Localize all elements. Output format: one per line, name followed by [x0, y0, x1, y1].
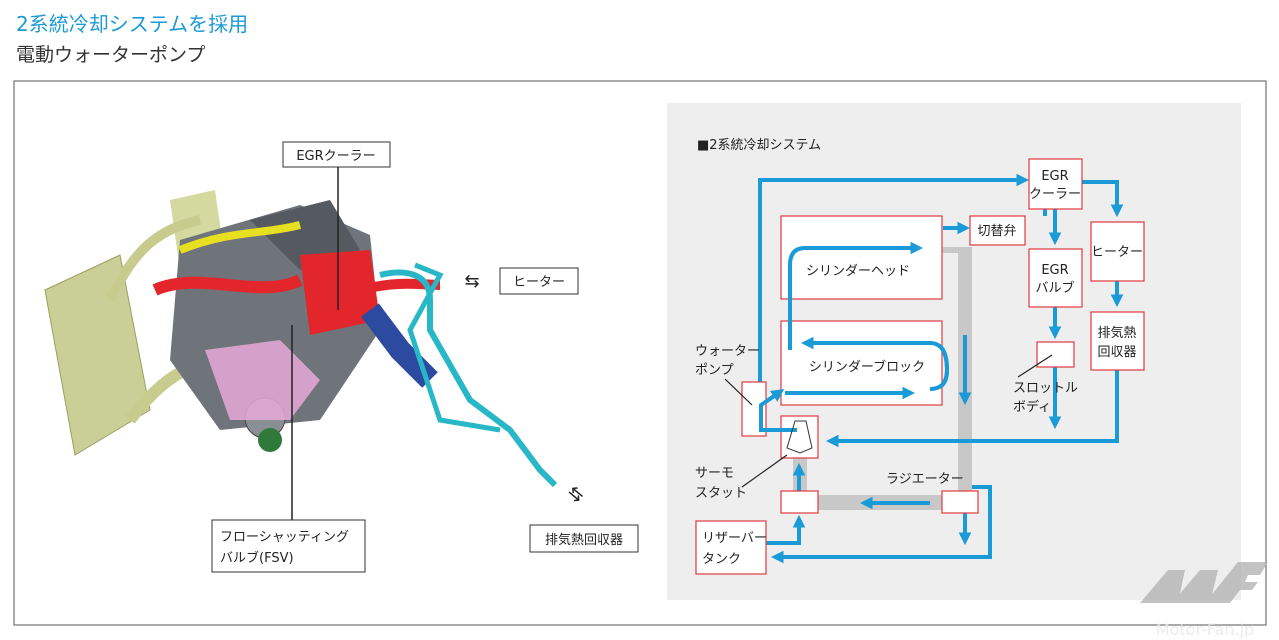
figure-frame: [13, 80, 1267, 626]
svg-text:EGR: EGR: [1041, 169, 1068, 184]
svg-text:ポンプ: ポンプ: [695, 363, 734, 378]
label-heater: ⇆ ヒーター: [464, 267, 579, 295]
svg-text:EGRクーラー: EGRクーラー: [296, 149, 375, 164]
svg-text:リザーバー: リザーバー: [702, 531, 767, 546]
cooling-diagram: ■2系統冷却システム: [667, 103, 1241, 600]
svg-text:ボディ: ボディ: [1013, 399, 1051, 415]
page-subtitle: 電動ウォーターポンプ: [16, 44, 206, 66]
exhaust-heat-recovery-box: [1090, 311, 1145, 371]
diagram-panel: [667, 103, 1241, 600]
thermostat-icon: [786, 420, 813, 454]
egr-cooler-box: [1028, 158, 1083, 210]
throttle-body-box: [1036, 341, 1075, 368]
watermark-text: Motor-Fan.jp: [1156, 620, 1254, 639]
svg-text:回収器: 回収器: [1097, 345, 1136, 360]
junction-box-right: [941, 490, 979, 514]
svg-text:EGR: EGR: [1041, 263, 1068, 278]
svg-text:バルブ(FSV): バルブ(FSV): [220, 550, 294, 566]
reservoir-tank-box: [695, 520, 767, 575]
engine-illustration: [44, 190, 558, 488]
diagram-title: ■2系統冷却システム: [697, 138, 821, 153]
egr-cooler-part: [300, 250, 380, 335]
svg-text:バルブ: バルブ: [1035, 280, 1074, 296]
thermostat-box: [780, 415, 819, 459]
svg-text:ウォーター: ウォーター: [695, 344, 760, 359]
bidirectional-arrow-icon: ⇆: [464, 271, 479, 292]
svg-text:タンク: タンク: [702, 552, 741, 567]
svg-text:排気熱回収器: 排気熱回収器: [545, 532, 623, 548]
label-exhaust-heat-recovery: ⇆ 排気熱回収器: [529, 481, 639, 553]
svg-text:ヒーター: ヒーター: [1091, 245, 1143, 260]
motor-fan-logo: Motor-Fan.jp: [1140, 562, 1268, 639]
svg-text:切替弁: 切替弁: [977, 224, 1016, 239]
page-title: 2系統冷却システムを採用: [16, 12, 249, 36]
svg-text:排気熱: 排気熱: [1097, 325, 1136, 341]
radiator: [44, 254, 151, 456]
svg-text:サーモ: サーモ: [695, 466, 734, 481]
svg-text:スロットル: スロットル: [1013, 381, 1078, 396]
egr-valve-box: [1028, 248, 1083, 308]
switch-valve-box: [969, 215, 1026, 246]
cylinder-head-box: [780, 215, 943, 300]
svg-text:ラジエーター: ラジエーター: [886, 472, 964, 487]
junction-box-left: [780, 490, 819, 514]
heater-box: [1090, 221, 1145, 282]
label-egr-cooler: EGRクーラー: [282, 141, 391, 310]
svg-text:クーラー: クーラー: [1029, 187, 1081, 202]
bidirectional-arrow-icon: ⇆: [563, 481, 588, 507]
svg-text:スタット: スタット: [695, 486, 747, 501]
label-fsv: フローシャッティング バルブ(FSV): [211, 325, 366, 573]
svg-text:シリンダーヘッド: シリンダーヘッド: [806, 264, 910, 279]
svg-text:フローシャッティング: フローシャッティング: [220, 530, 349, 545]
svg-text:シリンダーブロック: シリンダーブロック: [809, 359, 925, 375]
svg-text:ヒーター: ヒーター: [513, 275, 565, 290]
